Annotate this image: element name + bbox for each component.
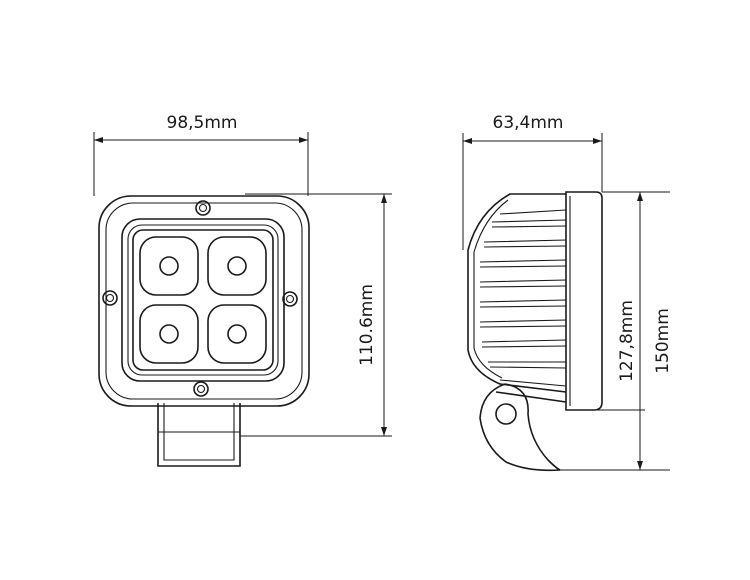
dim-side-height-body: 127,8mm — [617, 192, 643, 470]
front-height-label: 110.6mm — [357, 284, 377, 366]
screw-right — [282, 291, 298, 307]
side-mount — [479, 383, 567, 472]
front-view: 98,5mm 110.6mm — [93, 113, 392, 467]
front-housing-outer — [98, 195, 310, 407]
side-bezel — [565, 191, 603, 411]
front-bracket — [157, 403, 241, 467]
led-cell-bottom-right — [207, 304, 267, 364]
screw-top — [195, 200, 211, 216]
side-body — [467, 193, 567, 393]
led-top-left — [159, 256, 179, 276]
front-lens — [132, 229, 274, 371]
led-bottom-left — [159, 324, 179, 344]
side-height-total-label: 150mm — [653, 308, 673, 374]
dim-side-depth: 63,4mm — [463, 113, 602, 144]
side-height-body-label: 127,8mm — [617, 300, 637, 382]
front-lens-frame-inner — [127, 224, 279, 376]
led-cells — [139, 236, 267, 364]
led-cell-bottom-left — [139, 304, 199, 364]
screw-left — [102, 290, 118, 306]
led-cell-top-left — [139, 236, 199, 296]
led-top-right — [227, 256, 247, 276]
mount-pivot — [495, 403, 517, 425]
led-bottom-right — [227, 324, 247, 344]
side-depth-label: 63,4mm — [493, 113, 564, 133]
dim-front-width: 98,5mm — [94, 113, 308, 143]
side-view: 63,4mm 127,8mm 150mm — [462, 113, 673, 472]
led-cell-top-right — [207, 236, 267, 296]
dim-front-height: 110.6mm — [357, 194, 387, 436]
screw-bottom — [193, 381, 209, 397]
front-width-label: 98,5mm — [167, 113, 238, 133]
screws — [102, 200, 298, 397]
dim-side-height-total: 150mm — [653, 308, 673, 374]
front-housing-inner — [105, 202, 303, 400]
cooling-fins — [479, 209, 567, 387]
front-lens-frame — [121, 218, 285, 382]
